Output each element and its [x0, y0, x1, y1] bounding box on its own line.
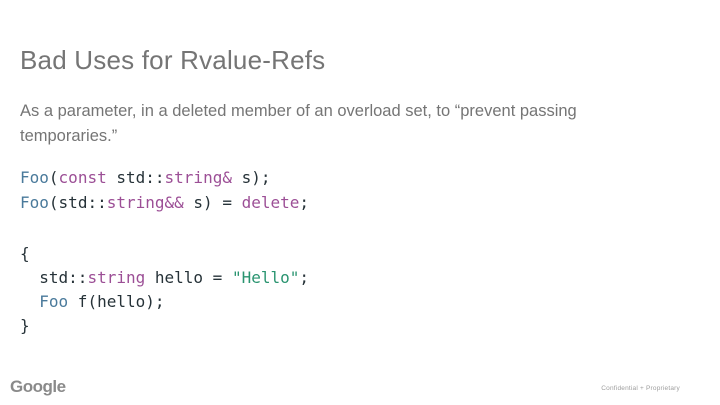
- code-token-plain: std::: [58, 193, 107, 212]
- google-logo: Google: [10, 377, 66, 396]
- code-token-plain: (: [48, 193, 59, 212]
- code-token-plain: hello =: [145, 268, 232, 287]
- code-token-plain: std::: [116, 168, 165, 187]
- code-token-keyword: &&: [164, 193, 184, 212]
- code-token-keyword: string: [87, 268, 146, 287]
- code-token-plain: (: [48, 168, 59, 187]
- code-token-keyword: string: [164, 168, 223, 187]
- code-line: std::string hello = "Hello";: [20, 266, 309, 290]
- code-token-plain: [20, 268, 39, 287]
- code-token-plain: {: [20, 244, 30, 263]
- slide-body: As a parameter, in a deleted member of a…: [20, 99, 660, 149]
- body-line: As a parameter, in a deleted member of a…: [20, 102, 577, 120]
- code-token-plain: f(hello);: [68, 292, 165, 311]
- body-line: temporaries.”: [20, 127, 118, 145]
- code-token-plain: s);: [231, 168, 271, 187]
- code-token-type: Foo: [20, 168, 49, 187]
- code-block-usage-example: { std::string hello = "Hello"; Foo f(hel…: [20, 242, 309, 338]
- code-token-plain: }: [20, 316, 30, 335]
- code-token-keyword: &: [222, 168, 232, 187]
- code-token-plain: [107, 168, 117, 187]
- code-token-plain: [20, 292, 39, 311]
- code-token-plain: ;: [299, 193, 310, 212]
- code-token-type: Foo: [39, 292, 69, 311]
- code-line: Foo(std::string&& s) = delete;: [20, 190, 309, 215]
- code-token-keyword: string: [106, 193, 165, 212]
- code-token-type: Foo: [20, 193, 49, 212]
- code-token-plain: ;: [299, 268, 310, 287]
- code-line: Foo f(hello);: [20, 290, 309, 314]
- code-token-keyword: const: [58, 168, 107, 187]
- code-line: }: [20, 314, 309, 338]
- code-block-overload-declarations: Foo(const std::string& s);Foo(std::strin…: [20, 165, 309, 215]
- code-line: {: [20, 242, 309, 266]
- confidential-label: Confidential + Proprietary: [601, 385, 680, 392]
- code-token-string: "Hello": [231, 268, 300, 287]
- code-token-plain: std::: [39, 268, 88, 287]
- code-line: Foo(const std::string& s);: [20, 165, 309, 190]
- code-token-plain: s) =: [183, 193, 242, 212]
- slide-title: Bad Uses for Rvalue-Refs: [20, 45, 326, 75]
- code-token-keyword: delete: [241, 193, 300, 212]
